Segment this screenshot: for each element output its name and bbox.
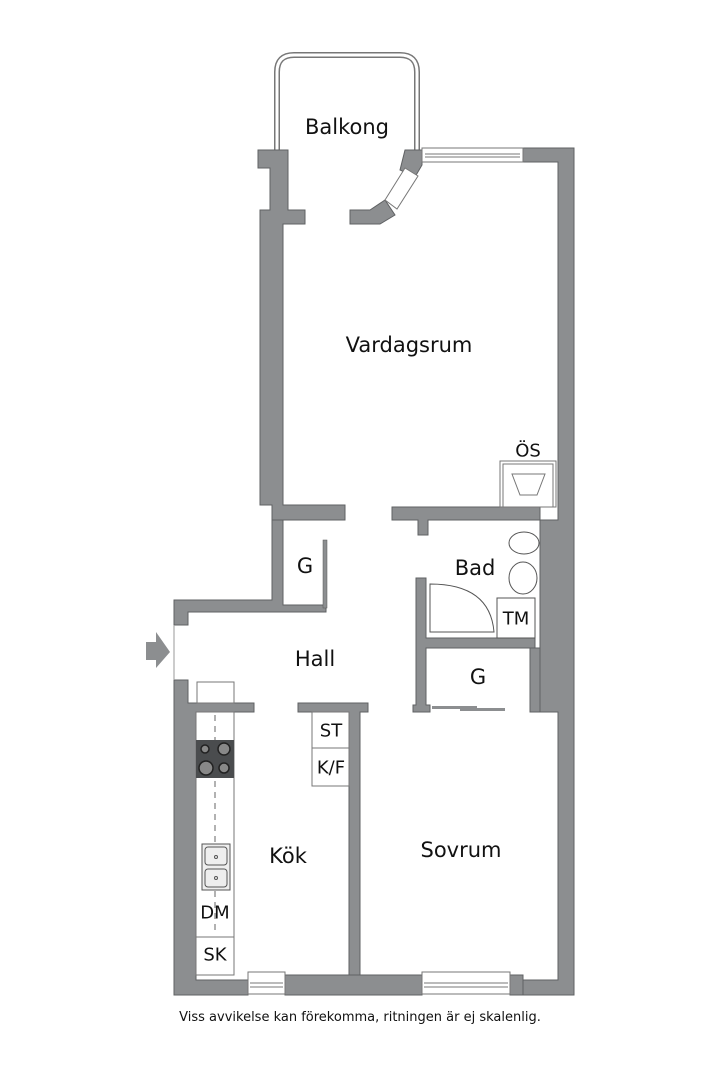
window-balcony-door [384,167,419,210]
closet-door-hall [322,539,328,609]
counter-top-end [196,681,235,704]
room-label-balkong: Balkong [304,115,390,139]
wall-hall-top [173,519,327,626]
room-label-kok: Kök [269,844,307,868]
label-os: ÖS [515,440,541,462]
label-tm: TM [502,608,530,630]
st-cabinet [311,711,350,749]
toilet-icon [508,531,540,555]
room-label-hall: Hall [294,647,336,671]
room-label-sovrum: Sovrum [420,838,502,862]
wall-closet-right [529,647,541,713]
disclaimer-text: Viss avvikelse kan förekomma, ritningen … [179,1010,541,1025]
wall-bath-left [412,577,536,713]
window-living [421,147,524,163]
sink-icon [508,561,538,595]
entrance-arrow-icon [146,632,170,668]
room-label-vardagsrum: Vardagsrum [345,333,473,357]
sliding-door-1 [432,706,477,709]
wall-bottom-middle [284,974,423,996]
label-kf: K/F [316,757,346,779]
wall-living-bath [391,506,541,536]
label-dm: DM [200,902,230,924]
wall-bottom-right [509,974,524,996]
label-st: ST [319,720,343,742]
shower-icon [429,583,495,633]
kf-cabinet [311,747,350,787]
label-sk: SK [203,944,227,966]
wall-balcony-corner-low [349,199,396,225]
sliding-door-2 [460,708,505,711]
os-fixture [499,460,557,508]
wall-living-left [257,149,346,521]
room-label-bad: Bad [454,556,496,580]
label-g-sovrum: G [469,665,487,689]
tm-box [496,597,536,639]
label-g-hall: G [296,554,314,578]
sink-kitchen-icon [201,843,231,891]
sk-cabinet [195,936,235,976]
